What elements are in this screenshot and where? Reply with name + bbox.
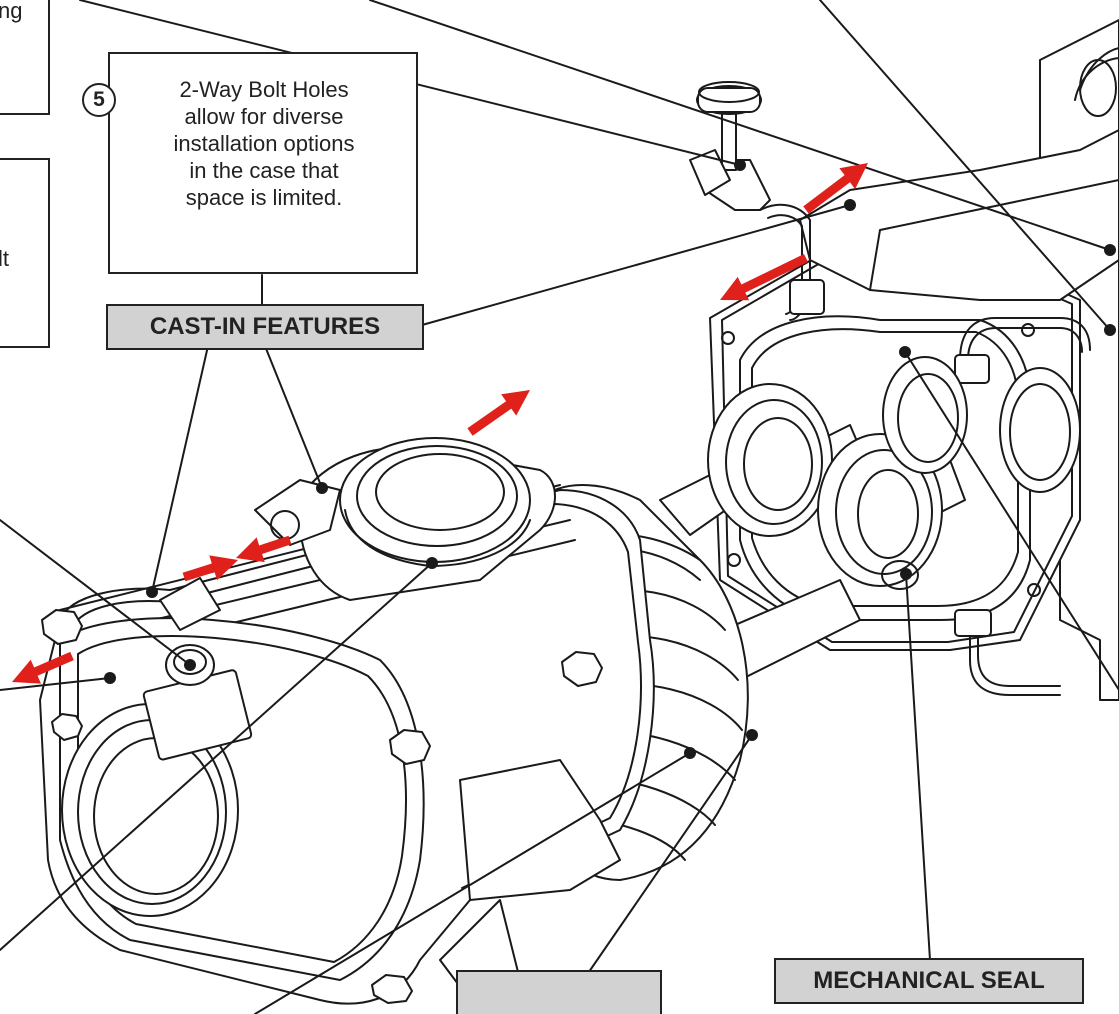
callout-fragment-text: ng <box>0 0 23 23</box>
callout-bolt-holes: 2-Way Bolt Holes allow for diverse insta… <box>108 52 418 274</box>
callout-line: 2-Way Bolt Holes <box>179 77 349 102</box>
callout-bolt-holes-text: 2-Way Bolt Holes allow for diverse insta… <box>114 76 414 211</box>
callout-line: installation options <box>173 131 355 156</box>
leader-dots <box>104 159 1116 759</box>
red-arrow-icon <box>12 651 74 684</box>
red-arrow-icon <box>236 535 292 563</box>
label-mechanical-seal: MECHANICAL SEAL <box>774 958 1084 1004</box>
red-arrow-icon <box>803 163 868 214</box>
seal-glands <box>707 356 968 590</box>
red-arrow-icon <box>467 390 530 436</box>
callout-number-badge: 5 <box>82 83 116 117</box>
callout-partial-top-left: ng <box>0 0 50 115</box>
red-arrow-icon <box>720 254 808 301</box>
direction-arrows <box>12 163 868 684</box>
needle-valve <box>689 81 825 321</box>
pump-casing <box>39 437 655 1005</box>
callout-line: in the case that <box>189 158 339 183</box>
callout-line: space is limited. <box>185 185 343 210</box>
callout-partial-left: lt <box>0 158 50 348</box>
label-bottom-center <box>456 970 662 1014</box>
callout-fragment-text: lt <box>0 246 9 271</box>
label-cast-in-features: CAST-IN FEATURES <box>106 304 424 350</box>
callout-line: allow for diverse <box>184 104 344 129</box>
red-arrow-icon <box>182 555 238 582</box>
